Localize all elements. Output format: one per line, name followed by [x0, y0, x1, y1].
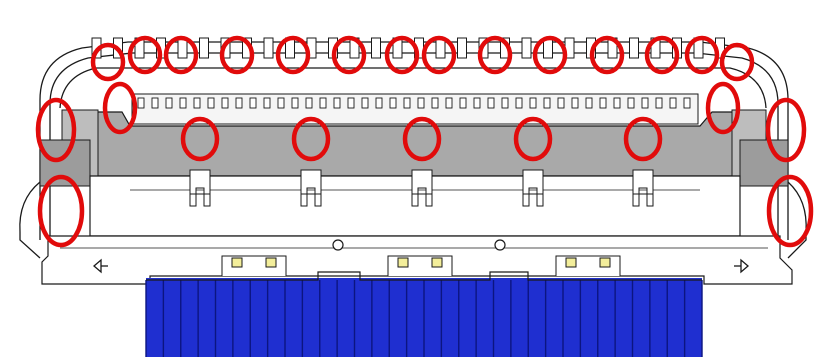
latch-clip [300, 169, 322, 207]
contact-pin [389, 97, 397, 109]
contact-pin [683, 97, 691, 109]
contact-pin [263, 97, 271, 109]
callout-top [421, 35, 457, 75]
comb-tooth [457, 37, 467, 59]
contact-pin [249, 97, 257, 109]
callout-top [219, 35, 255, 75]
right-arrow-marker-icon [734, 258, 749, 274]
contact-pin [641, 97, 649, 109]
contact-pin [165, 97, 173, 109]
callout-latch [180, 116, 220, 162]
callout-side [37, 174, 85, 248]
callout-top [644, 35, 680, 75]
contact-pin [207, 97, 215, 109]
pad-contact [265, 257, 277, 268]
contact-pin [557, 97, 565, 109]
callout-top [275, 35, 311, 75]
contact-pin [375, 97, 383, 109]
contact-pin [193, 97, 201, 109]
pad-contact [231, 257, 243, 268]
contact-pin [333, 97, 341, 109]
comb-tooth [371, 37, 381, 59]
callout-top [90, 42, 126, 82]
contact-pin [529, 97, 537, 109]
callout-side [35, 97, 77, 163]
callout-top [477, 35, 513, 75]
callout-top [589, 35, 625, 75]
left-arrow-marker-icon [93, 258, 108, 274]
pad-contact [431, 257, 443, 268]
contact-pin [305, 97, 313, 109]
contact-row [137, 97, 691, 109]
contact-pin [543, 97, 551, 109]
callout-top [719, 42, 755, 82]
callout-side [766, 174, 814, 248]
contact-pin [221, 97, 229, 109]
comb-tooth [199, 37, 209, 59]
pad-contact [599, 257, 611, 268]
contact-pin [319, 97, 327, 109]
pad-contact [397, 257, 409, 268]
latch-clip [411, 169, 433, 207]
callout-markers [35, 35, 814, 248]
contact-pin [361, 97, 369, 109]
callout-latch [291, 116, 331, 162]
callout-latch [623, 116, 663, 162]
contact-pin [627, 97, 635, 109]
latch-clip [522, 169, 544, 207]
contact-pin [291, 97, 299, 109]
comb-tooth [521, 37, 532, 59]
callout-top [331, 35, 367, 75]
callout-side [765, 97, 807, 163]
contact-pin [137, 97, 145, 109]
contact-pin [459, 97, 467, 109]
callout-latch [513, 116, 553, 162]
contact-pin [655, 97, 663, 109]
contact-pin [417, 97, 425, 109]
comb-tooth [263, 37, 274, 59]
contact-pin [669, 97, 677, 109]
latch-legs [189, 169, 654, 207]
latch-clip [189, 169, 211, 207]
cable-edge [146, 271, 702, 281]
contact-pin [585, 97, 593, 109]
contact-pin [347, 97, 355, 109]
contact-pin [473, 97, 481, 109]
contact-pin [599, 97, 607, 109]
contact-pin [179, 97, 187, 109]
contact-pin [445, 97, 453, 109]
comb-tooth [629, 37, 639, 59]
callout-top [127, 35, 163, 75]
contact-pin [235, 97, 243, 109]
callout-top [532, 35, 568, 75]
callout-corner-right [705, 81, 741, 135]
contact-pin [151, 97, 159, 109]
callout-corner-left [102, 81, 138, 135]
contact-pin [571, 97, 579, 109]
callout-top [684, 35, 720, 75]
contact-pin [431, 97, 439, 109]
contact-pin [515, 97, 523, 109]
contact-pin [487, 97, 495, 109]
terminal-pads [221, 255, 621, 276]
contact-pin [501, 97, 509, 109]
contact-pin [403, 97, 411, 109]
contact-pin [277, 97, 285, 109]
contact-pin [613, 97, 621, 109]
flat-cable [145, 271, 703, 357]
pad-contact [565, 257, 577, 268]
callout-latch [402, 116, 442, 162]
latch-clip [632, 169, 654, 207]
callout-top [384, 35, 420, 75]
callout-top [163, 35, 199, 75]
